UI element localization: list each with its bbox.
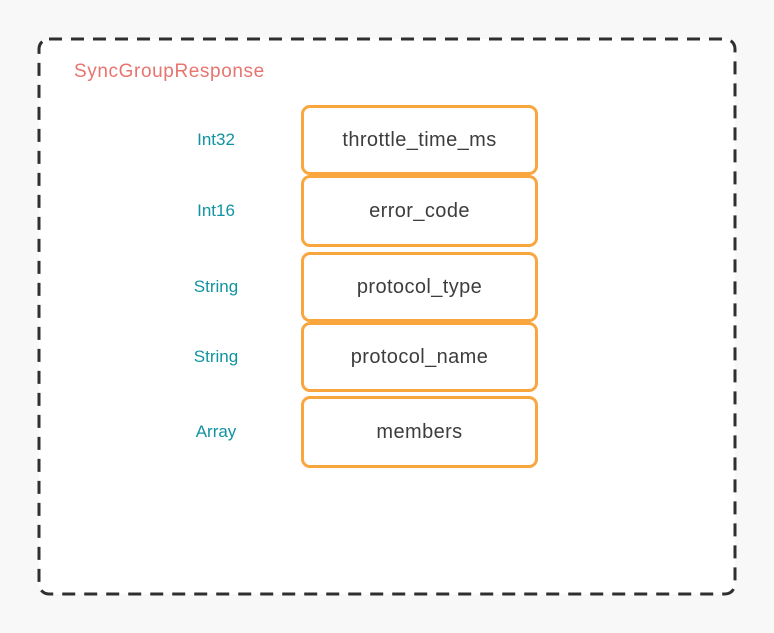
field-box: protocol_type [301, 252, 538, 322]
field-name-label: members [376, 420, 463, 443]
field-box: throttle_time_ms [301, 105, 538, 175]
diagram-title: SyncGroupResponse [74, 61, 265, 82]
field-box: members [301, 396, 538, 468]
field-row: String protocol_type [0, 252, 774, 322]
field-box: protocol_name [301, 322, 538, 392]
field-name-label: error_code [369, 199, 470, 222]
field-name-label: throttle_time_ms [342, 128, 497, 151]
field-row: String protocol_name [0, 322, 774, 392]
field-type-label: String [193, 277, 239, 296]
field-name-label: protocol_type [356, 275, 483, 298]
field-type-label: Array [195, 422, 237, 441]
field-row: Int32 throttle_time_ms [0, 105, 774, 175]
field-row: Int16 error_code [0, 175, 774, 247]
field-row: Array members [0, 396, 774, 468]
field-type-label: Int32 [197, 130, 235, 149]
field-box: error_code [301, 175, 538, 247]
field-type-label: String [193, 347, 239, 366]
field-name-label: protocol_name [350, 345, 489, 368]
field-type-label: Int16 [197, 201, 235, 220]
